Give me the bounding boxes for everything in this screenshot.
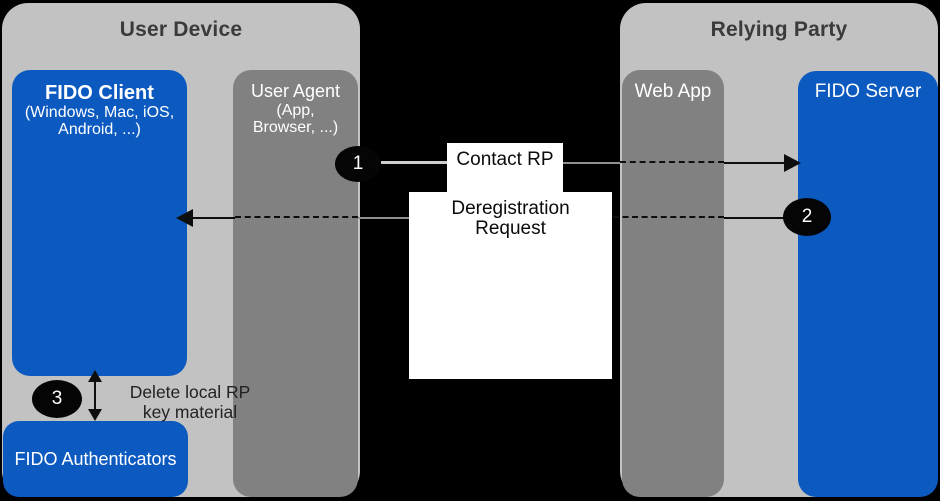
left-arrowhead-icon xyxy=(176,209,193,227)
deregistration-arrow-dashed-segment xyxy=(235,216,358,218)
contact-rp-label: Contact RP xyxy=(456,149,554,170)
delete-note-line1: Delete local RP xyxy=(129,382,251,402)
deregistration-arrow-segment xyxy=(358,217,409,219)
step-1-number: 1 xyxy=(352,153,364,174)
contact-rp-arrow-segment xyxy=(724,162,785,164)
user-agent-subtitle-line1: (App, xyxy=(276,102,315,119)
fido-authenticators-title: FIDO Authenticators xyxy=(14,448,177,469)
fido-server-title: FIDO Server xyxy=(814,81,922,102)
deregistration-arrow-segment xyxy=(191,217,235,219)
web-app-box: Web App xyxy=(622,70,724,497)
deregistration-arrow-segment xyxy=(724,217,784,219)
delete-note-line2: key material xyxy=(142,402,238,422)
fido-server-box: FIDO Server xyxy=(798,71,938,497)
deregistration-label-line2: Request xyxy=(475,218,546,239)
delete-key-material-arrow-segment xyxy=(94,380,96,418)
deregistration-label-box: Deregistration Request xyxy=(409,192,612,379)
up-arrowhead-icon xyxy=(88,370,102,382)
fido-client-title: FIDO Client xyxy=(45,82,154,104)
contact-rp-label-box: Contact RP xyxy=(447,143,563,193)
deregistration-arrow-dashed-segment xyxy=(613,216,724,218)
step-3-number: 3 xyxy=(51,388,63,409)
step-1-badge: 1 xyxy=(335,146,381,182)
delete-note: Delete local RP key material xyxy=(112,382,268,422)
fido-client-subtitle-line2: Android, ...) xyxy=(58,121,141,138)
right-arrowhead-icon xyxy=(784,154,801,172)
fido-client-subtitle-line1: (Windows, Mac, iOS, xyxy=(24,104,175,121)
fido-client-box: FIDO Client (Windows, Mac, iOS, Android,… xyxy=(12,70,187,376)
step-2-badge: 2 xyxy=(783,198,831,236)
contact-rp-arrow-dashed-segment xyxy=(620,161,724,163)
user-agent-title: User Agent xyxy=(250,81,341,101)
step-3-badge: 3 xyxy=(32,380,82,418)
step-2-number: 2 xyxy=(801,206,813,227)
deregistration-label-line1: Deregistration xyxy=(451,198,570,219)
relying-party-title: Relying Party xyxy=(710,18,848,41)
fido-authenticators-box: FIDO Authenticators xyxy=(3,421,188,497)
user-agent-box: User Agent (App, Browser, ...) xyxy=(233,70,358,497)
down-arrowhead-icon xyxy=(88,409,102,421)
contact-rp-arrow-segment xyxy=(563,162,620,164)
web-app-title: Web App xyxy=(634,81,712,102)
user-agent-subtitle-line2: Browser, ...) xyxy=(252,119,339,136)
user-device-title: User Device xyxy=(119,18,243,41)
contact-rp-arrow-segment xyxy=(381,161,447,164)
